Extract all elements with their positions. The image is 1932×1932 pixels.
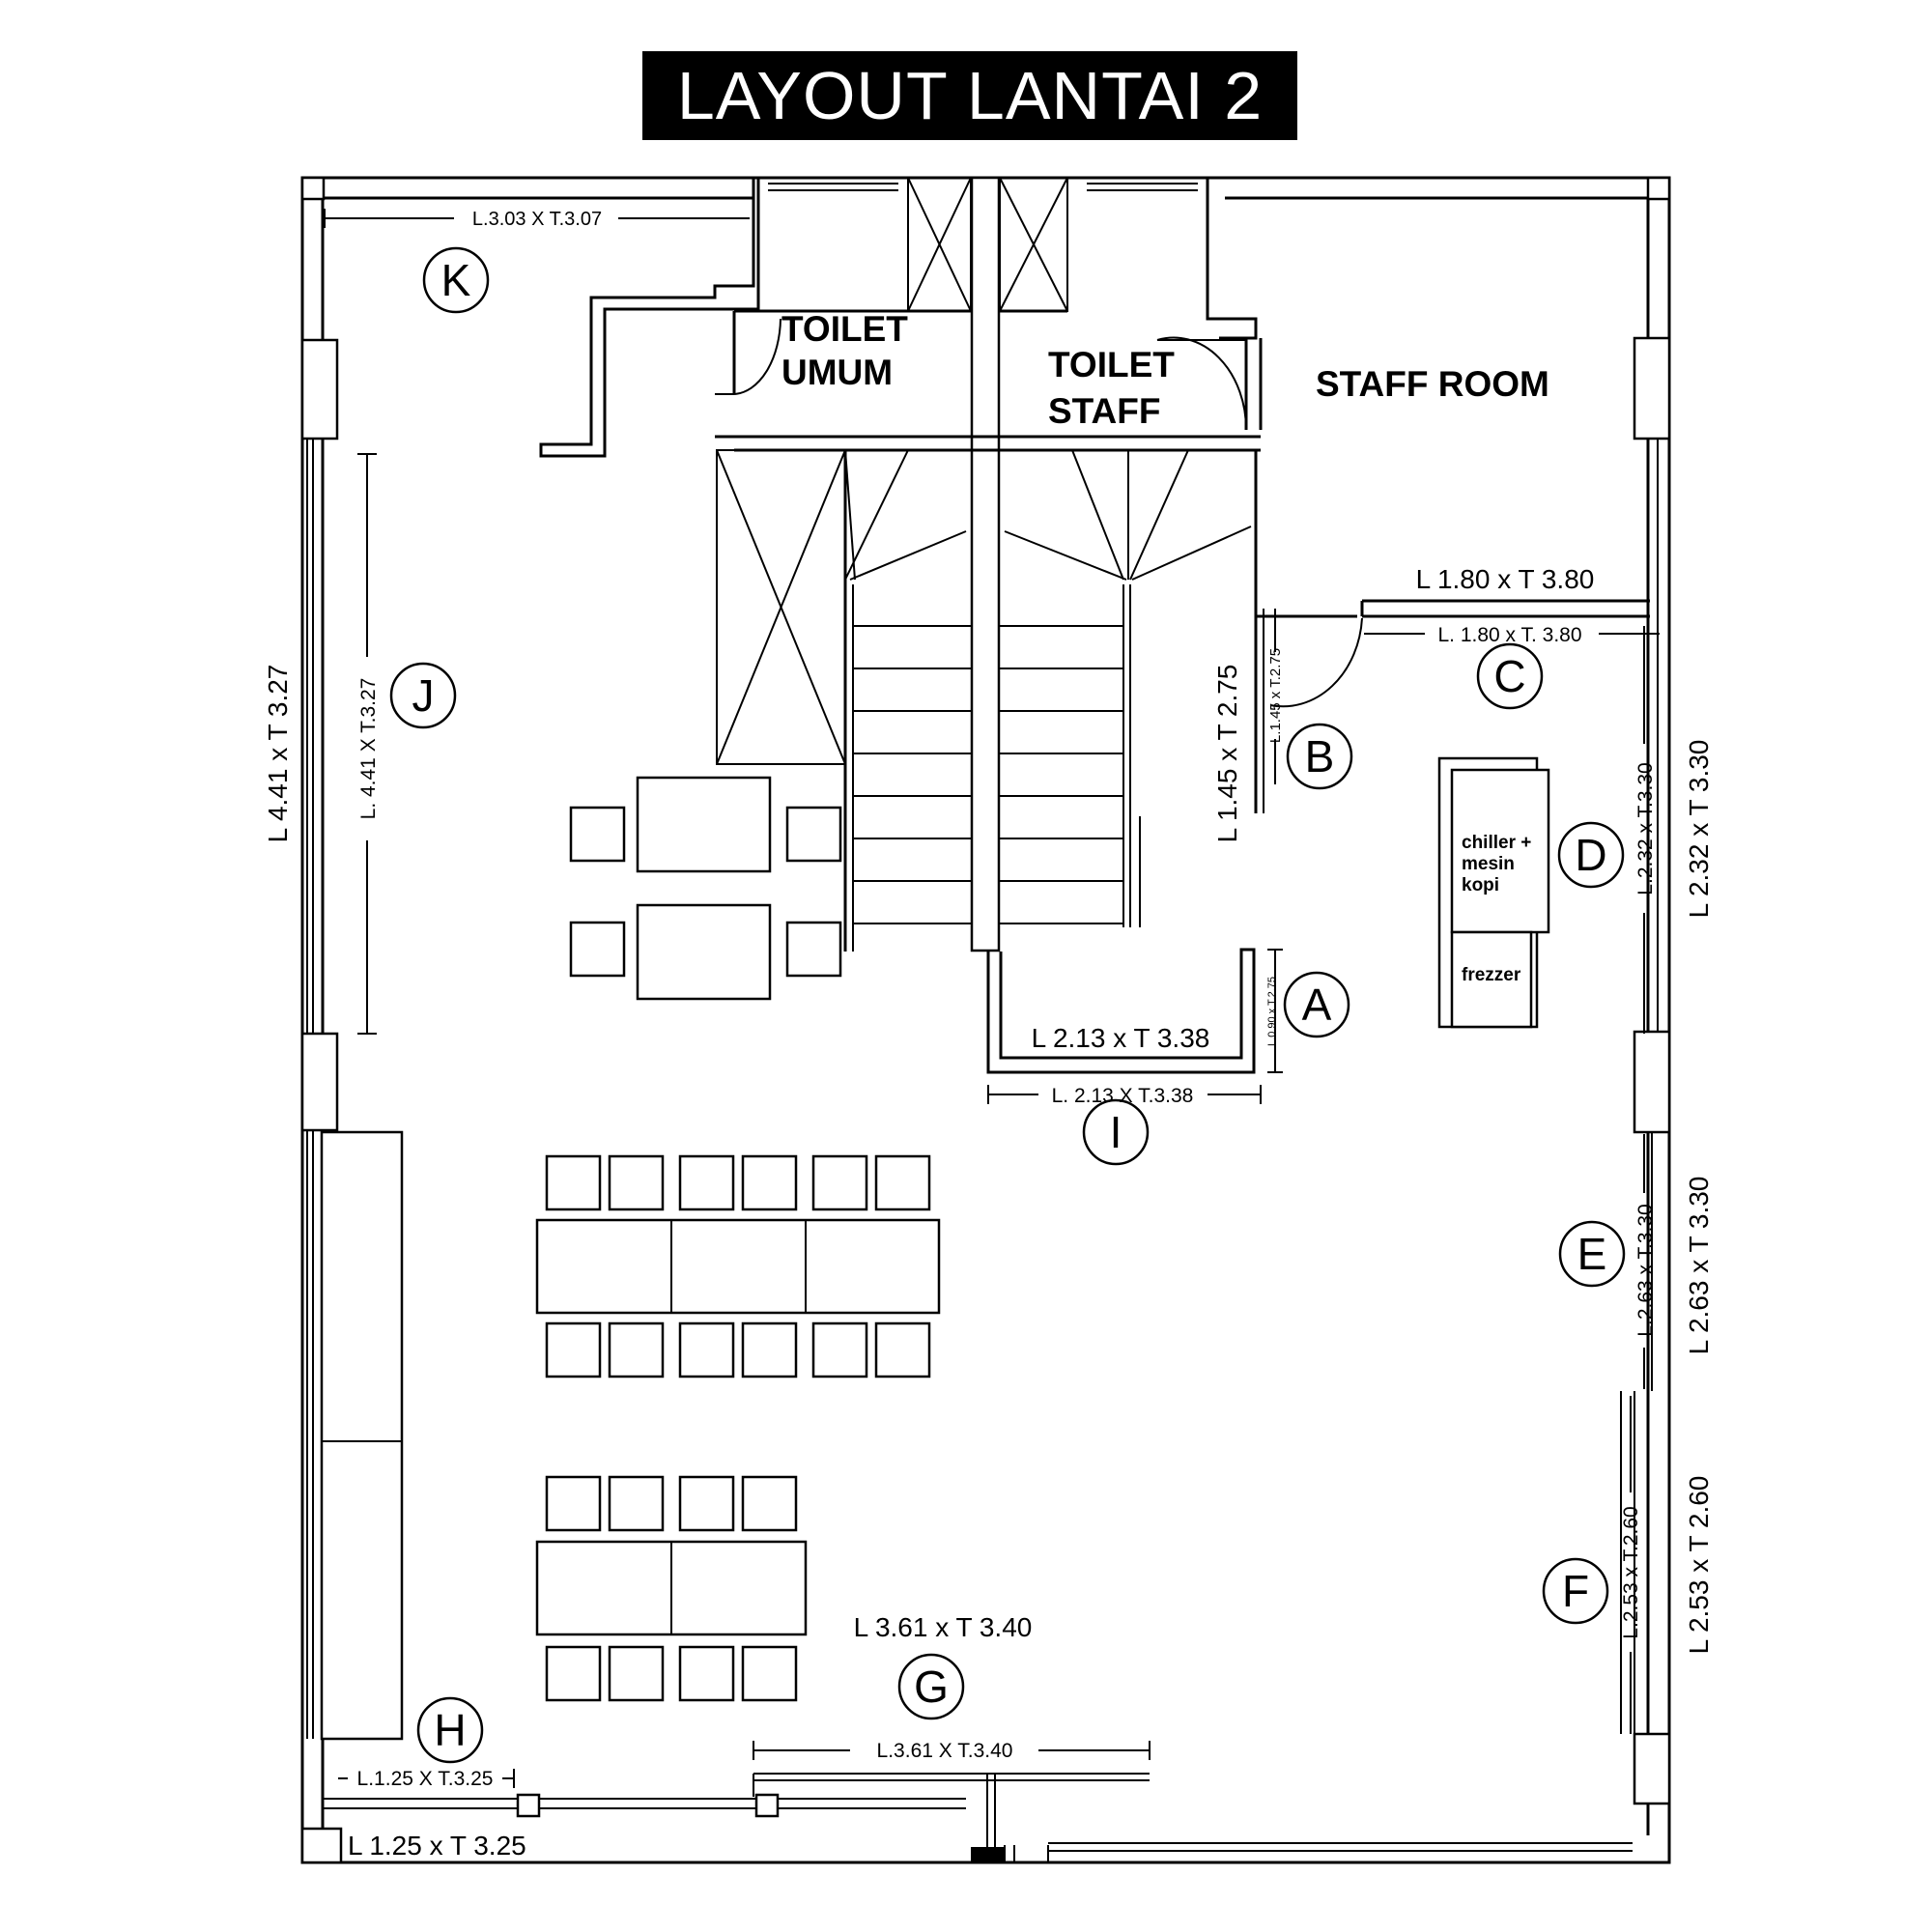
dim-i-inner: L. 2.13 X T.3.38 [1052,1085,1194,1107]
dim-f-inner: L.2.53 x T.2.60 [1620,1506,1642,1638]
zone-marker-k: K [441,255,471,305]
dim-j-inner: L. 4.41 X T.3.27 [357,678,380,820]
dimension-lines [324,209,1660,1788]
dim-f-outer: L 2.53 x T 2.60 [1684,1476,1714,1655]
dim-e-inner: L.2.63 x T.3.30 [1634,1204,1657,1336]
stair-treads [853,625,1123,924]
zone-marker-h: H [434,1705,466,1755]
zone-marker-b: B [1305,731,1335,781]
room-label-staff-room: STAFF ROOM [1316,364,1549,404]
dim-g-outer: L 3.61 x T 3.40 [854,1612,1033,1642]
dim-d-outer: L 2.32 x T 3.30 [1684,740,1714,919]
dim-j-outer: L 4.41 x T 3.27 [263,665,293,843]
zone-markers: K J C B D A I E F G H [389,246,1626,1764]
dim-k-inner: L.3.03 X T.3.07 [472,209,602,230]
dim-h-inner: L.1.25 X T.3.25 [357,1768,494,1790]
dim-e-outer: L 2.63 x T 3.30 [1684,1177,1714,1355]
room-label-toilet-staff-2: STAFF [1048,391,1160,431]
page-title: LAYOUT LANTAI 2 [642,51,1297,140]
interior-walls [539,176,1650,1862]
room-label-toilet-umum-1: TOILET [781,309,908,349]
equipment-label-freezer: frezzer [1462,965,1521,985]
equipment-label-chiller-1: chiller + [1462,833,1531,853]
dim-i-outer: L 2.13 x T 3.38 [1032,1023,1210,1053]
zone-marker-g: G [914,1662,949,1712]
equipment-label-chiller-3: kopi [1462,875,1499,895]
zone-marker-i: I [1110,1107,1122,1157]
zone-marker-e: E [1577,1229,1607,1279]
room-label-toilet-staff-1: TOILET [1048,345,1175,384]
zone-marker-f: F [1562,1566,1589,1616]
dim-h-outer: L 1.25 x T 3.25 [348,1831,526,1861]
zone-marker-c: C [1493,651,1525,701]
dim-c-outer: L 1.80 x T 3.80 [1416,564,1595,594]
zone-marker-a: A [1302,980,1332,1030]
dim-b-inner: L.1.45 x T.2.75 [1267,648,1284,743]
room-label-toilet-umum-2: UMUM [781,353,893,392]
dim-g-inner: L.3.61 X T.3.40 [877,1740,1013,1762]
furniture [320,756,1550,1741]
zone-marker-j: J [412,670,435,721]
dim-a-inner: L.0.90 x T.2.75 [1266,977,1278,1046]
equipment-label-chiller-2: mesin [1462,854,1515,874]
outer-walls [300,176,1671,1864]
dim-c-inner: L. 1.80 x T. 3.80 [1437,624,1581,646]
dim-b-outer: L 1.45 x T 2.75 [1212,665,1242,843]
zone-marker-d: D [1575,830,1606,880]
dim-d-inner: L.2.32 x T.3.30 [1634,762,1657,895]
